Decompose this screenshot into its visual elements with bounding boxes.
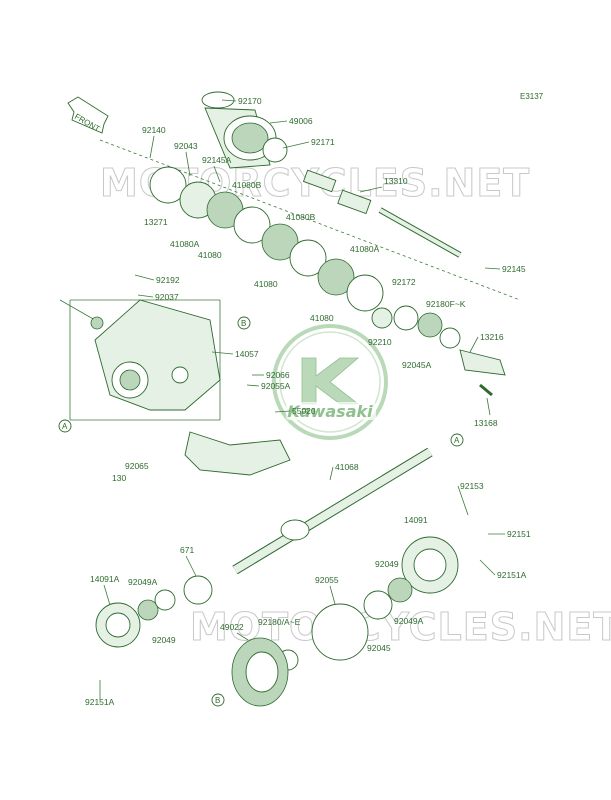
part-label: 41080: [254, 279, 278, 289]
callout-b-bottom: B: [211, 693, 225, 707]
part-label: 13216: [480, 332, 504, 342]
part-label: 14057: [235, 349, 259, 359]
part-label: 92153: [460, 481, 484, 491]
part-label: 130: [112, 473, 126, 483]
part-label: 92172: [392, 277, 416, 287]
kawasaki-logo-icon: Kawasaki: [272, 324, 388, 440]
part-label: 14091A: [90, 574, 120, 584]
part-label: 92055: [315, 575, 339, 585]
part-label: 92140: [142, 125, 166, 135]
svg-text:A: A: [62, 422, 68, 431]
part-label: 41080B: [232, 180, 262, 190]
bearing-housing-14091a: [95, 589, 176, 648]
callout-a-left: A: [58, 419, 72, 433]
kawasaki-logo-text: Kawasaki: [287, 402, 373, 421]
part-label: 92049: [375, 559, 399, 569]
part-label: 92045: [367, 643, 391, 653]
part-label: 92145: [502, 264, 526, 274]
part-label: 92055A: [261, 381, 291, 391]
part-label: 92043: [174, 141, 198, 151]
svg-text:A: A: [454, 436, 460, 445]
gear-case-14057: [90, 299, 221, 411]
callout-a-right: A: [450, 433, 464, 447]
callout-b-top: B: [237, 316, 251, 330]
part-label: 92045A: [402, 360, 432, 370]
o-ring-92055: [311, 603, 369, 661]
part-label: 41080: [198, 250, 222, 260]
part-label: 92192: [156, 275, 180, 285]
part-label: 92210: [368, 337, 392, 347]
clutch-discs: [149, 166, 461, 349]
front-arrow-icon: FRONT: [67, 96, 109, 134]
part-label: 41068: [335, 462, 359, 472]
part-label: 14091: [404, 515, 428, 525]
o-ring-671: [183, 575, 213, 605]
part-label: 13310: [384, 176, 408, 186]
part-label: 92151A: [497, 570, 527, 580]
part-label: 671: [180, 545, 194, 555]
part-label: 92170: [238, 96, 262, 106]
part-label: 55020: [292, 406, 316, 416]
part-label: 92049A: [128, 577, 158, 587]
part-labels: 92170 49006 92171 92140 92043 92145A 410…: [85, 96, 531, 707]
ring-gear-49022: [231, 637, 289, 707]
diagram-code: E3137: [520, 92, 544, 101]
part-label: 92065: [125, 461, 149, 471]
part-label: 41080: [310, 313, 334, 323]
drive-shaft-13310: [302, 169, 462, 258]
bearing-housing-14091: [363, 536, 459, 620]
leader-lines: [99, 99, 505, 700]
part-label: 92151A: [85, 697, 115, 707]
part-label: 41080A: [170, 239, 200, 249]
part-label: 49022: [220, 622, 244, 632]
part-label: 92180F~K: [426, 299, 466, 309]
drive-shaft-41068: [232, 447, 433, 575]
part-label: 92180/A~E: [258, 617, 301, 627]
part-label: 49006: [289, 116, 313, 126]
bracket-55020: [184, 431, 291, 476]
part-label: 92066: [266, 370, 290, 380]
svg-text:B: B: [215, 696, 220, 705]
boot-assembly: [201, 91, 288, 169]
part-label: 13168: [474, 418, 498, 428]
part-label: 92145A: [202, 155, 232, 165]
part-label: 92151: [507, 529, 531, 539]
pinion-13216: [459, 349, 506, 397]
part-label: 92037: [155, 292, 179, 302]
part-label: 13271: [144, 217, 168, 227]
part-label: 41080B: [286, 212, 316, 222]
svg-text:B: B: [241, 319, 246, 328]
part-label: 92049A: [394, 616, 424, 626]
part-label: 92171: [311, 137, 335, 147]
part-label: 41080A: [350, 244, 380, 254]
part-label: 92049: [152, 635, 176, 645]
